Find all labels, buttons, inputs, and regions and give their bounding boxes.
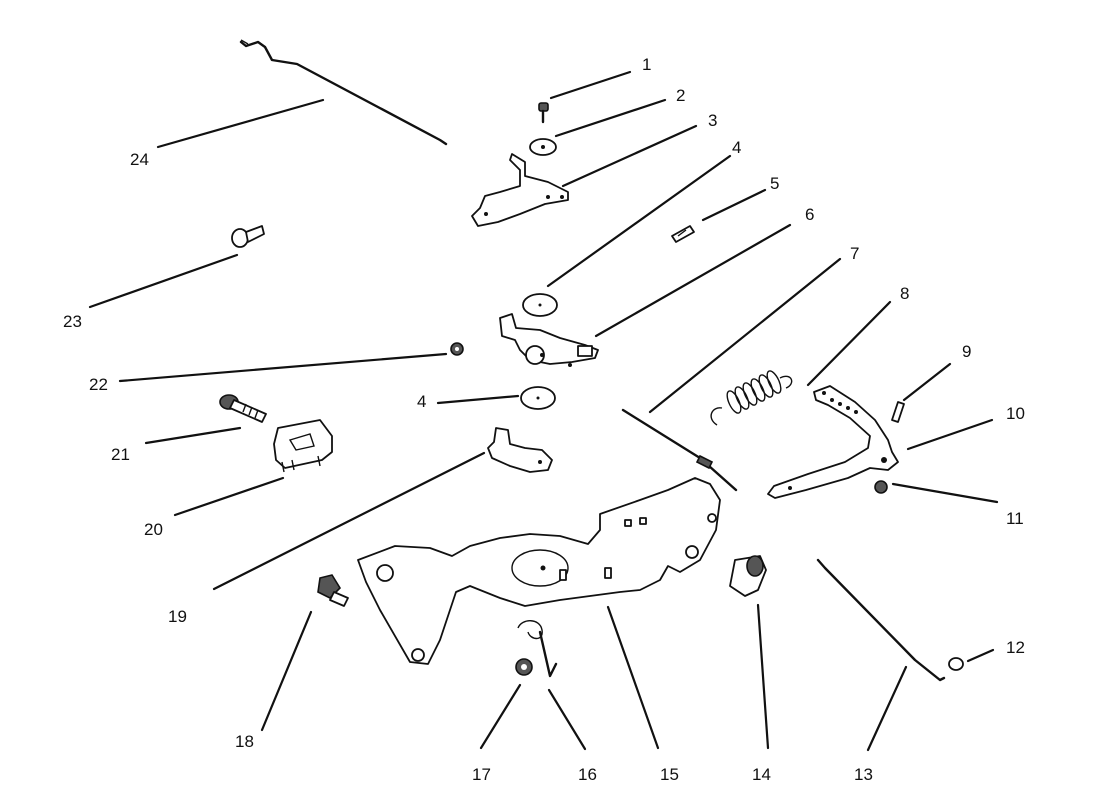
callout-labels: 1 2 3 4 5 6 7 8 9 10 11 12 13 14 15 16 1… — [63, 55, 1025, 784]
leader-12 — [966, 648, 995, 663]
callout-5: 5 — [770, 174, 779, 193]
callout-22: 22 — [89, 375, 108, 394]
part-6-governor-lever — [499, 313, 599, 367]
leader-13 — [866, 665, 908, 752]
callout-6: 6 — [805, 205, 814, 224]
callout-12: 12 — [1006, 638, 1025, 657]
leader-9 — [902, 362, 952, 402]
callout-10: 10 — [1006, 404, 1025, 423]
leader-8 — [806, 300, 892, 387]
callout-4: 4 — [732, 138, 741, 157]
leader-23 — [88, 253, 239, 309]
callout-24: 24 — [130, 150, 149, 169]
part-13-choke-rod — [816, 558, 946, 682]
part-23-bolt — [231, 225, 265, 248]
part-9-screw — [891, 401, 905, 423]
part-5-screw — [671, 225, 695, 243]
part-19-arm-plate — [487, 427, 553, 473]
leader-16 — [547, 688, 587, 751]
part-18-bolt — [317, 574, 349, 607]
leader-21 — [144, 426, 242, 445]
part-15-control-plate — [357, 477, 721, 665]
callout-8: 8 — [900, 284, 909, 303]
leader-4b — [436, 394, 520, 405]
leader-7 — [648, 257, 842, 414]
leader-22 — [118, 352, 448, 383]
callout-20: 20 — [144, 520, 163, 539]
leader-15 — [606, 605, 660, 750]
leader-4a — [546, 154, 732, 288]
leader-11 — [891, 482, 999, 504]
callout-3: 3 — [708, 111, 717, 130]
part-2-washer — [529, 138, 557, 156]
leader-1 — [549, 70, 632, 100]
part-24-link-rod — [239, 39, 448, 146]
part-14-cable-clamp — [729, 555, 767, 597]
callout-23: 23 — [63, 312, 82, 331]
callout-1: 1 — [642, 55, 651, 74]
leader-6 — [594, 223, 792, 338]
part-22-nut — [450, 342, 464, 356]
leader-14 — [756, 603, 770, 750]
part-16-torsion-spring — [517, 620, 558, 678]
callout-2: 2 — [676, 86, 685, 105]
callout-7: 7 — [850, 244, 859, 263]
part-3-throttle-bracket — [471, 153, 569, 227]
part-11-nut — [874, 480, 888, 494]
leader-18 — [260, 610, 313, 732]
leader-10 — [906, 418, 994, 451]
part-12-nut — [948, 657, 964, 671]
part-10-control-lever — [767, 385, 899, 499]
callout-13: 13 — [854, 765, 873, 784]
callout-19: 19 — [168, 607, 187, 626]
leader-20 — [173, 476, 285, 517]
callout-15: 15 — [660, 765, 679, 784]
part-20-clamp-bracket — [273, 419, 333, 473]
leader-19 — [212, 451, 486, 591]
part-1-screw — [538, 102, 549, 124]
part-7-spring-wire — [621, 408, 738, 492]
part-17-nut — [515, 658, 533, 676]
leader-5 — [701, 188, 767, 222]
leader-24 — [156, 98, 325, 149]
part-4-washer-lower — [520, 386, 556, 410]
leader-17 — [479, 683, 522, 750]
part-8-extension-spring — [710, 370, 793, 426]
callout-17: 17 — [472, 765, 491, 784]
callout-14: 14 — [752, 765, 771, 784]
leader-3 — [561, 124, 698, 188]
part-21-shoulder-bolt — [219, 394, 267, 423]
callout-4-lower: 4 — [417, 392, 426, 411]
callout-21: 21 — [111, 445, 130, 464]
leader-lines — [88, 70, 999, 752]
callout-9: 9 — [962, 342, 971, 361]
callout-11: 11 — [1006, 509, 1024, 528]
callout-18: 18 — [235, 732, 254, 751]
callout-16: 16 — [578, 765, 597, 784]
part-4-washer-upper — [522, 293, 558, 317]
leader-2 — [554, 98, 667, 138]
